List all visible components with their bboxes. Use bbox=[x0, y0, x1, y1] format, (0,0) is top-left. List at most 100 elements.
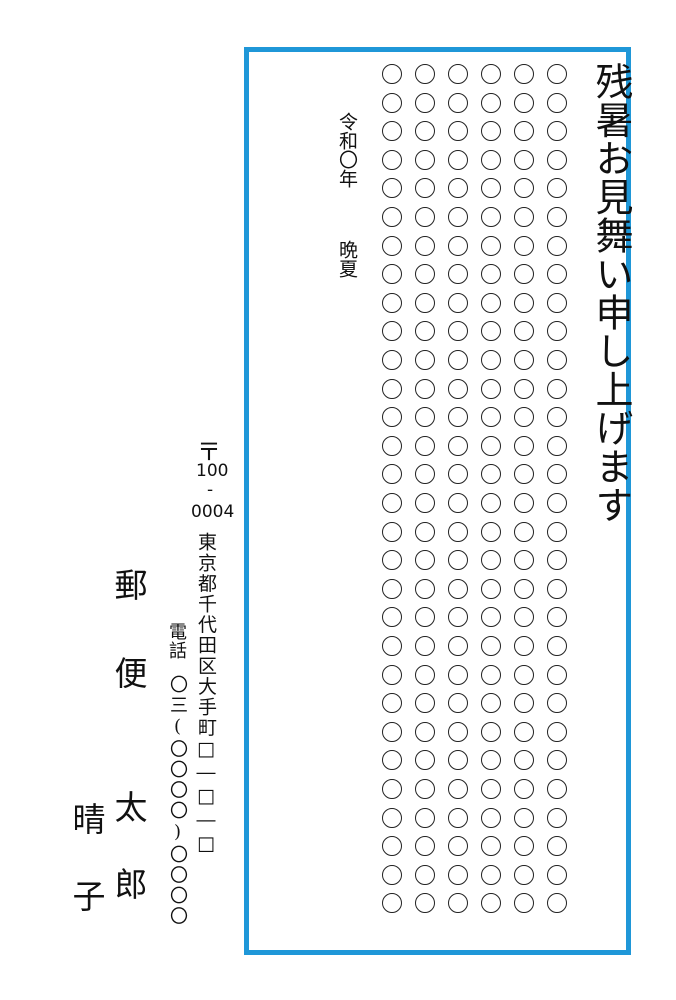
placeholder-circle bbox=[481, 321, 501, 342]
card-frame bbox=[244, 47, 631, 955]
placeholder-circle bbox=[547, 693, 567, 714]
placeholder-circle bbox=[382, 321, 402, 342]
placeholder-circle bbox=[415, 92, 435, 113]
placeholder-circle bbox=[448, 207, 468, 227]
placeholder-circle bbox=[382, 636, 402, 656]
placeholder-circle bbox=[415, 64, 435, 84]
placeholder-circle bbox=[547, 64, 567, 84]
phone-number: 〇三(〇〇〇〇)〇〇〇〇 bbox=[167, 675, 188, 927]
placeholder-circle bbox=[448, 807, 468, 828]
placeholder-circle bbox=[514, 464, 534, 485]
placeholder-circle bbox=[547, 178, 567, 199]
placeholder-circle bbox=[448, 178, 468, 199]
placeholder-circle bbox=[382, 693, 402, 714]
placeholder-circle bbox=[448, 264, 468, 285]
given-name-1: 太郎 bbox=[109, 790, 148, 944]
placeholder-circle bbox=[382, 893, 402, 914]
placeholder-circle bbox=[415, 721, 435, 742]
placeholder-circle bbox=[448, 92, 468, 113]
placeholder-circle bbox=[514, 92, 534, 113]
placeholder-circle bbox=[448, 435, 468, 456]
placeholder-circle bbox=[481, 464, 501, 485]
placeholder-circle bbox=[481, 264, 501, 285]
placeholder-circle bbox=[448, 493, 468, 513]
placeholder-circle bbox=[415, 521, 435, 542]
placeholder-circle bbox=[514, 207, 534, 227]
placeholder-circle bbox=[415, 378, 435, 399]
placeholder-circle bbox=[415, 149, 435, 170]
placeholder-circle bbox=[514, 607, 534, 628]
placeholder-circle bbox=[514, 521, 534, 542]
placeholder-circle bbox=[448, 521, 468, 542]
placeholder-circle bbox=[415, 779, 435, 799]
placeholder-circle bbox=[547, 521, 567, 542]
placeholder-circle bbox=[382, 378, 402, 399]
placeholder-circle bbox=[481, 493, 501, 513]
placeholder-circle bbox=[415, 207, 435, 227]
placeholder-circle bbox=[481, 178, 501, 199]
placeholder-circle bbox=[415, 864, 435, 885]
placeholder-circle bbox=[514, 864, 534, 885]
placeholder-circle bbox=[448, 893, 468, 914]
placeholder-circle bbox=[514, 378, 534, 399]
placeholder-circle bbox=[481, 235, 501, 256]
placeholder-circle bbox=[415, 550, 435, 571]
placeholder-circle bbox=[415, 121, 435, 142]
date-season: 晩夏 bbox=[336, 240, 358, 278]
placeholder-circle bbox=[481, 435, 501, 456]
placeholder-circle bbox=[382, 235, 402, 256]
placeholder-circle bbox=[382, 121, 402, 142]
placeholder-circle bbox=[415, 235, 435, 256]
placeholder-circle bbox=[448, 121, 468, 142]
postal-code-separator: - bbox=[207, 480, 214, 500]
placeholder-circle bbox=[514, 550, 534, 571]
placeholder-circle bbox=[415, 407, 435, 428]
placeholder-circle bbox=[547, 207, 567, 227]
placeholder-circle bbox=[514, 721, 534, 742]
placeholder-circle bbox=[382, 292, 402, 313]
placeholder-circle bbox=[547, 264, 567, 285]
placeholder-circle bbox=[415, 607, 435, 628]
placeholder-circle bbox=[547, 435, 567, 456]
placeholder-circle bbox=[382, 721, 402, 742]
placeholder-circle bbox=[481, 92, 501, 113]
placeholder-circle bbox=[448, 636, 468, 656]
placeholder-circle bbox=[547, 721, 567, 742]
placeholder-circle bbox=[514, 149, 534, 170]
postal-mark: 〒 bbox=[197, 438, 221, 466]
postal-code-part2: 0004 bbox=[191, 502, 235, 522]
placeholder-circle bbox=[382, 64, 402, 84]
placeholder-circle bbox=[382, 664, 402, 685]
placeholder-circle bbox=[382, 521, 402, 542]
placeholder-circle bbox=[382, 607, 402, 628]
given-name-2: 晴子 bbox=[67, 802, 106, 956]
placeholder-circle bbox=[481, 693, 501, 714]
placeholder-circle bbox=[382, 464, 402, 485]
placeholder-circle bbox=[415, 807, 435, 828]
placeholder-circle bbox=[382, 836, 402, 857]
placeholder-circle bbox=[448, 864, 468, 885]
placeholder-circle bbox=[514, 779, 534, 799]
placeholder-circle bbox=[415, 664, 435, 685]
placeholder-circle bbox=[448, 664, 468, 685]
placeholder-circle bbox=[382, 779, 402, 799]
placeholder-circle bbox=[514, 178, 534, 199]
placeholder-circle bbox=[415, 750, 435, 771]
placeholder-circle bbox=[415, 321, 435, 342]
placeholder-circle bbox=[481, 721, 501, 742]
placeholder-circle bbox=[481, 407, 501, 428]
placeholder-circle bbox=[481, 64, 501, 84]
placeholder-circle bbox=[415, 435, 435, 456]
placeholder-circle bbox=[448, 149, 468, 170]
placeholder-circle bbox=[481, 292, 501, 313]
postal-code-part1: 100 bbox=[196, 461, 229, 481]
placeholder-circle bbox=[415, 493, 435, 513]
placeholder-circle bbox=[382, 864, 402, 885]
placeholder-circle bbox=[448, 292, 468, 313]
placeholder-circle bbox=[514, 578, 534, 599]
placeholder-circle bbox=[547, 779, 567, 799]
placeholder-circle bbox=[382, 750, 402, 771]
date-era: 令和〇年 bbox=[336, 112, 358, 188]
placeholder-circle bbox=[514, 636, 534, 656]
placeholder-circle bbox=[547, 664, 567, 685]
